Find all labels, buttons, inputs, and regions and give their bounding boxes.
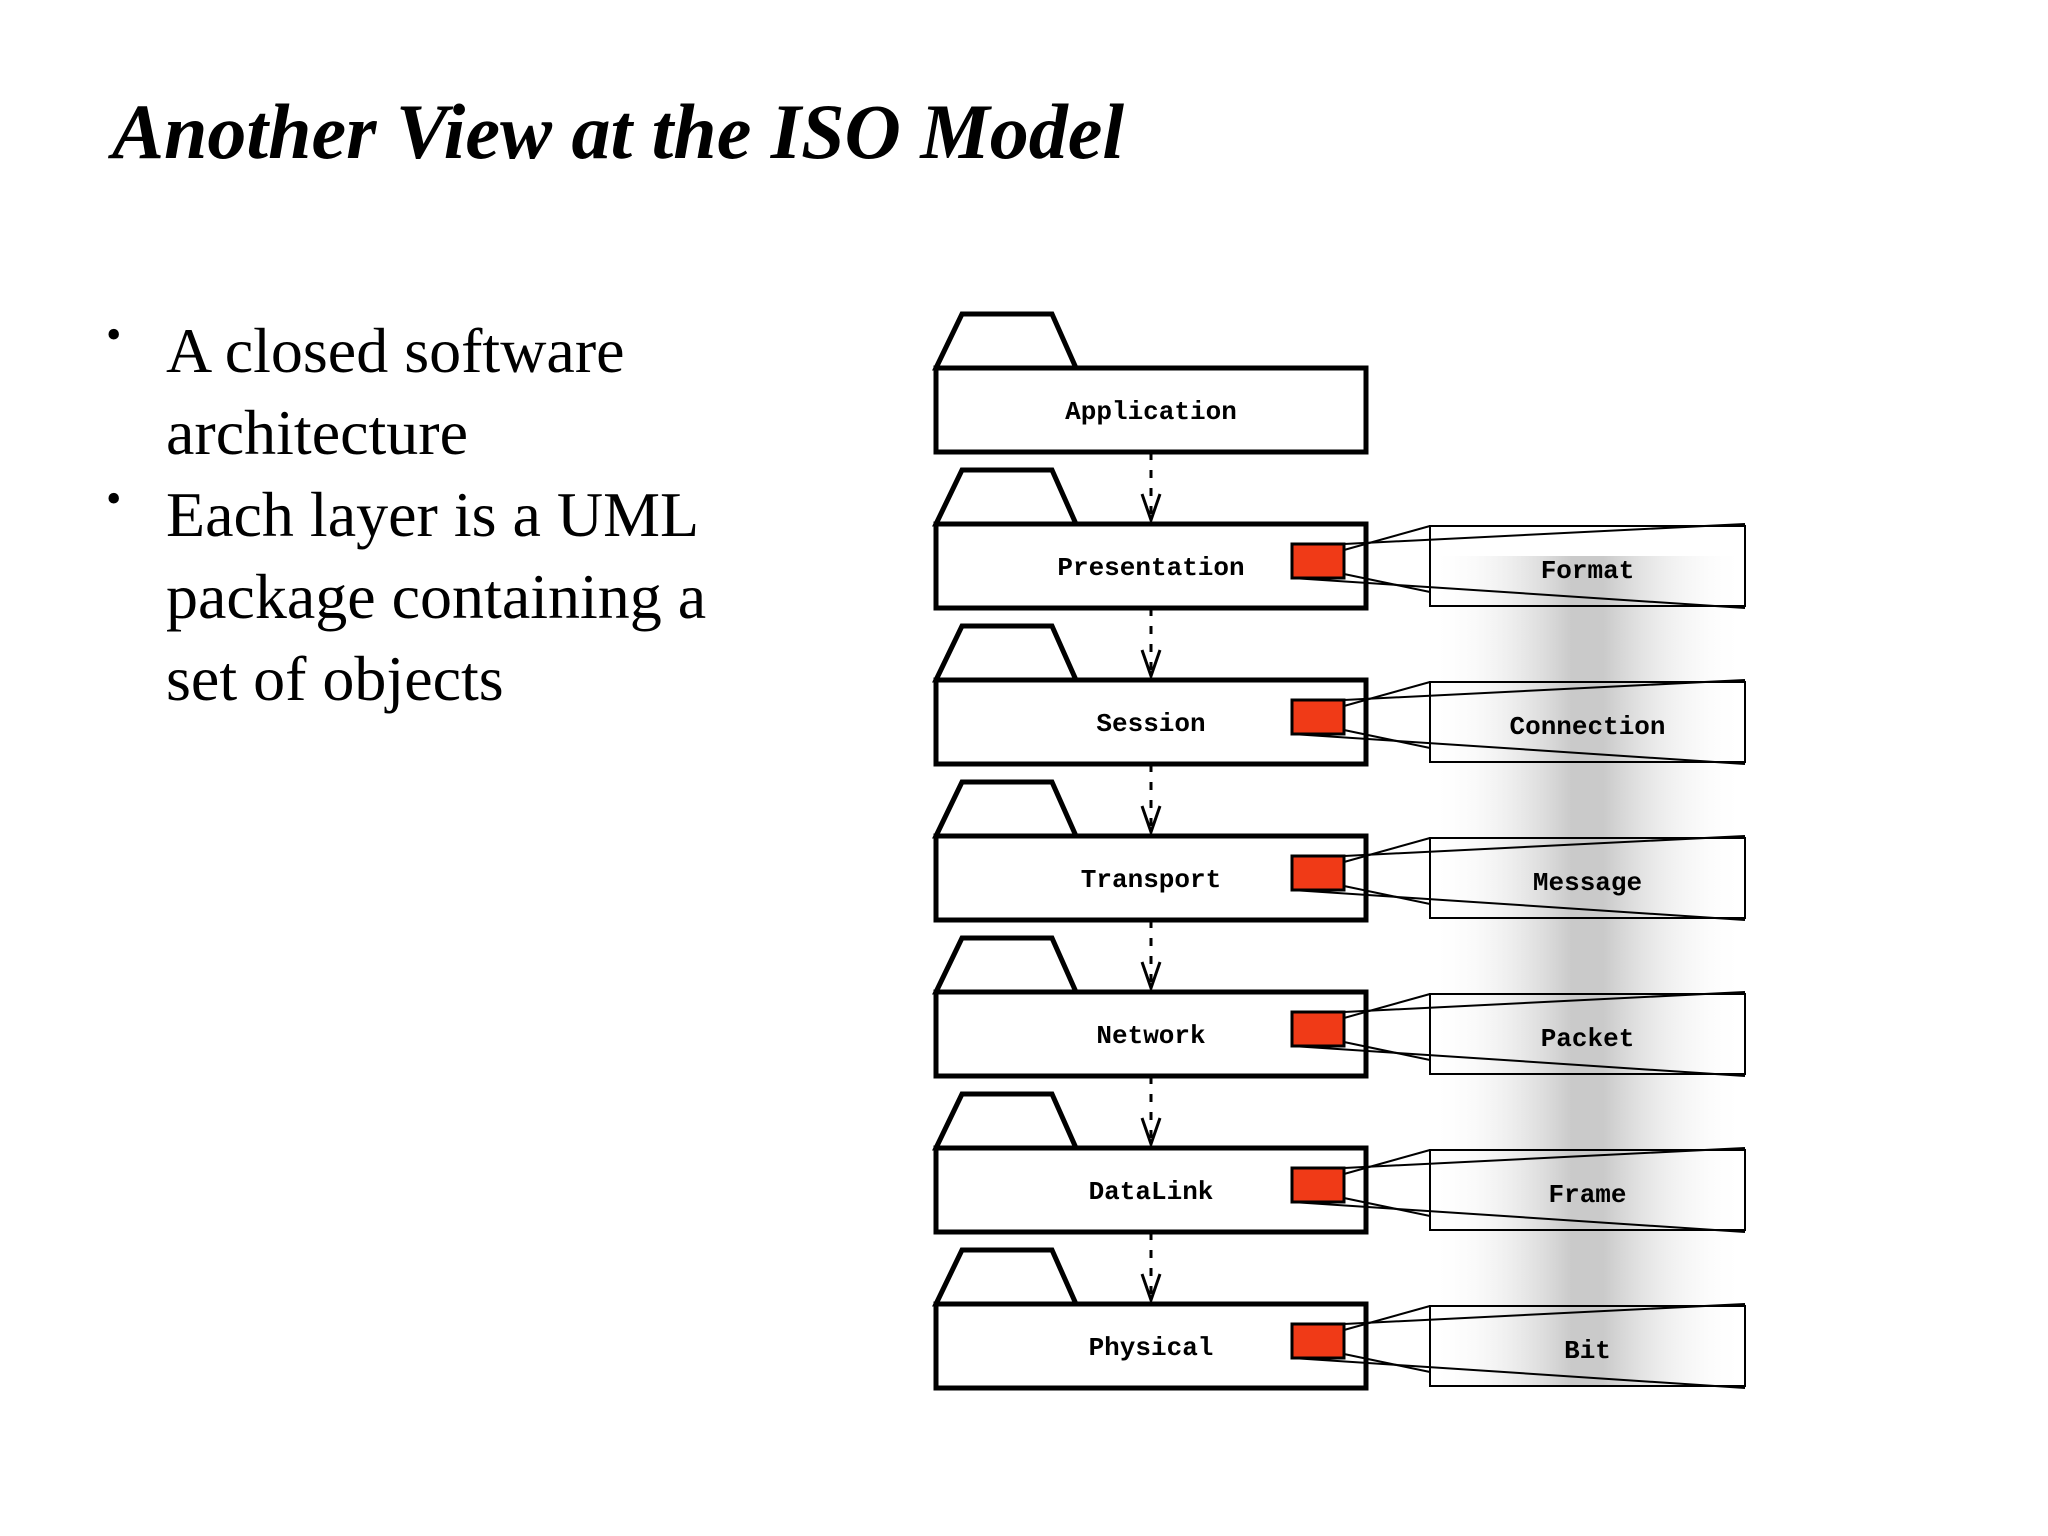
callout-line xyxy=(1343,729,1431,749)
layer-name: Application xyxy=(1065,397,1237,427)
layer-name: Transport xyxy=(1081,865,1221,895)
object-name: Frame xyxy=(1548,1180,1626,1210)
callout-line xyxy=(1343,1305,1431,1331)
callout-line xyxy=(1343,573,1431,593)
object-marker xyxy=(1290,1322,1346,1360)
object-marker xyxy=(1290,854,1346,892)
callout-line xyxy=(1343,525,1431,551)
dependency-arrowhead xyxy=(1140,493,1162,525)
callout-line xyxy=(1291,733,1746,765)
callout-line xyxy=(1343,1147,1746,1169)
object-marker xyxy=(1290,542,1346,580)
object-marker xyxy=(1290,1166,1346,1204)
package-tab xyxy=(932,1091,1080,1151)
layer-package xyxy=(933,365,1369,455)
slide-title: Another View at the ISO Model xyxy=(112,88,1125,175)
bullet-mark: • xyxy=(106,474,122,523)
bullet-item: • Each layer is a UML package containing… xyxy=(96,474,736,720)
callout-line xyxy=(1343,681,1431,707)
layer-name: DataLink xyxy=(1089,1177,1214,1207)
callout-line xyxy=(1343,993,1431,1019)
callout-line xyxy=(1343,523,1746,545)
package-tab xyxy=(932,779,1080,839)
callout-line xyxy=(1291,889,1746,921)
bullet-item: • A closed software architecture xyxy=(96,310,736,474)
object-name: Format xyxy=(1541,556,1635,586)
object-name: Packet xyxy=(1541,1024,1635,1054)
layer-name: Session xyxy=(1096,709,1205,739)
callout-line xyxy=(1343,837,1431,863)
object-name: Connection xyxy=(1509,712,1665,742)
package-tab xyxy=(932,467,1080,527)
object-marker xyxy=(1290,1010,1346,1048)
bullet-text: Each layer is a UML package containing a… xyxy=(166,479,707,714)
package-tab xyxy=(932,311,1080,371)
layer-name: Presentation xyxy=(1057,553,1244,583)
dependency-arrowhead xyxy=(1140,649,1162,681)
package-tab xyxy=(932,623,1080,683)
callout-line xyxy=(1291,577,1746,609)
callout-line xyxy=(1343,1197,1431,1217)
bullet-text: A closed software architecture xyxy=(166,315,625,468)
callout-line xyxy=(1291,1201,1746,1233)
bullet-list: • A closed software architecture • Each … xyxy=(96,310,736,720)
callout-line xyxy=(1291,1045,1746,1077)
object-name: Message xyxy=(1533,868,1642,898)
callout-line xyxy=(1343,1041,1431,1061)
callout-line xyxy=(1343,835,1746,857)
object-box xyxy=(1429,525,1746,607)
object-box xyxy=(1429,993,1746,1075)
bullet-mark: • xyxy=(106,310,122,359)
object-box xyxy=(1429,1149,1746,1231)
object-column-shadow xyxy=(1430,556,1745,1386)
callout-line xyxy=(1343,1149,1431,1175)
layer-name: Physical xyxy=(1089,1333,1214,1363)
callout-line xyxy=(1343,679,1746,701)
object-box xyxy=(1429,837,1746,919)
package-tab xyxy=(932,1247,1080,1307)
dependency-arrowhead xyxy=(1140,1117,1162,1149)
dependency-arrowhead xyxy=(1140,961,1162,993)
object-name: Bit xyxy=(1564,1336,1611,1366)
callout-line xyxy=(1343,885,1431,905)
object-box xyxy=(1429,1305,1746,1387)
callout-line xyxy=(1343,1303,1746,1325)
dependency-arrowhead xyxy=(1140,1273,1162,1305)
callout-line xyxy=(1343,991,1746,1013)
layer-name: Network xyxy=(1096,1021,1205,1051)
callout-line xyxy=(1343,1353,1431,1373)
object-marker xyxy=(1290,698,1346,736)
dependency-arrowhead xyxy=(1140,805,1162,837)
package-tab xyxy=(932,935,1080,995)
object-box xyxy=(1429,681,1746,763)
callout-line xyxy=(1291,1357,1746,1389)
